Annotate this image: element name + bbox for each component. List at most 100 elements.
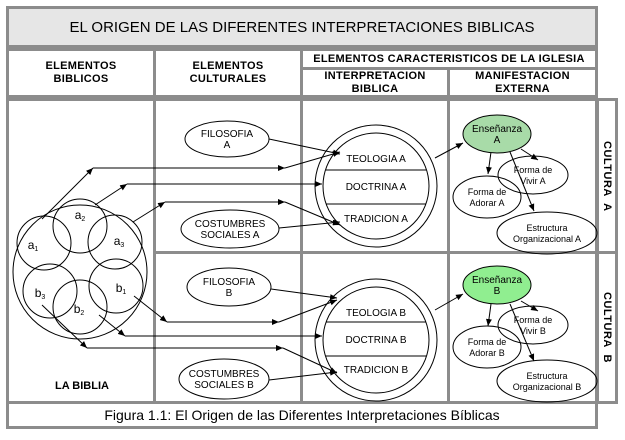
- label-b3: b3: [35, 286, 46, 301]
- header-line: ELEMENTOS: [192, 60, 264, 72]
- side-label-text: CULTURA A: [601, 140, 613, 212]
- arrow-costumbres-b: [268, 369, 338, 381]
- text-estructura-a-2: Organizacional A: [513, 234, 581, 244]
- figure-title: EL ORIGEN DE LAS DIFERENTES INTERPRETACI…: [6, 6, 598, 48]
- text-estructura-b-1: Estructura: [526, 371, 567, 381]
- ellipse-forma-adorar-a: [452, 175, 522, 219]
- text-vivir-a-1: Forma de: [514, 165, 553, 175]
- text-vivir-b-2: Vivir B: [520, 326, 546, 336]
- text-adorar-a-2: Adorar A: [469, 198, 504, 208]
- text-teologia-a: TEOLOGIA A: [346, 154, 406, 165]
- circle-b1: [88, 258, 144, 314]
- ellipse-filosofia-b: [186, 267, 272, 307]
- bible-outer-circle: [12, 204, 148, 340]
- text-costumbres-b-1: COSTUMBRES: [189, 369, 260, 380]
- label-b1: b1: [116, 281, 127, 296]
- interpretation-inner-circle-a: [322, 132, 430, 240]
- circle-a2: [52, 198, 108, 254]
- arrow-to-ensenanza-b: [434, 293, 464, 311]
- figure-caption: Figura 1.1: El Origen de las Diferentes …: [6, 401, 598, 429]
- label-la-biblia: LA BIBLIA: [55, 380, 109, 392]
- text-filosofia-b-2: B: [226, 288, 233, 299]
- header-line: INTERPRETACION: [324, 69, 426, 82]
- header-line: BIBLICOS: [53, 73, 109, 85]
- text-costumbres-a-1: COSTUMBRES: [195, 219, 266, 230]
- side-label-text: CULTURA B: [601, 292, 613, 363]
- label-a3: a3: [114, 234, 125, 249]
- arrow-b2: [98, 314, 126, 337]
- ellipse-ensenanza-b: [462, 265, 532, 305]
- circle-b3: [22, 263, 78, 319]
- label-b2: b2: [74, 302, 85, 317]
- text-filosofia-a-2: A: [224, 140, 231, 151]
- interpretation-outer-circle-b: [314, 278, 438, 402]
- header-line: MANIFESTACION: [475, 69, 570, 82]
- label-a1: a1: [28, 238, 39, 253]
- arrow-filosofia-a: [268, 138, 341, 156]
- arrow-a1: [41, 167, 94, 220]
- arrow-b1: [133, 295, 168, 323]
- circle-b2: [52, 279, 108, 335]
- text-adorar-a-1: Forma de: [468, 187, 507, 197]
- arrow-b3-into-tradicion: [282, 347, 338, 374]
- arrow-b3: [41, 304, 88, 349]
- cell-interpretacion-b: [300, 251, 450, 404]
- header-line: CULTURALES: [189, 73, 267, 85]
- text-estructura-b-2: Organizacional B: [513, 382, 582, 392]
- header-line: BIBLICA: [351, 82, 399, 95]
- text-filosofia-a-1: FILOSOFIA: [201, 129, 254, 140]
- text-teologia-b: TEOLOGIA B: [346, 308, 406, 319]
- text-filosofia-b-1: FILOSOFIA: [203, 277, 256, 288]
- ellipse-estructura-a: [496, 211, 598, 255]
- arrow-a3: [132, 201, 166, 223]
- ellipse-ensenanza-a: [462, 114, 532, 154]
- figure-title-text: EL ORIGEN DE LAS DIFERENTES INTERPRETACI…: [69, 18, 535, 36]
- arrow-a2: [94, 183, 128, 206]
- circle-a1: [16, 215, 72, 271]
- arrow-to-estructura-a: [509, 151, 535, 212]
- ellipse-costumbres-a: [180, 209, 280, 249]
- header-line: EXTERNA: [495, 82, 550, 95]
- arrow-costumbres-a: [278, 219, 341, 229]
- text-ensenanza-b-2: B: [494, 286, 501, 297]
- arrow-filosofia-b: [270, 288, 338, 301]
- ellipse-costumbres-b: [178, 358, 270, 400]
- header-line: ELEMENTOS: [45, 60, 117, 72]
- text-adorar-b-2: Adorar B: [469, 348, 505, 358]
- interpretation-outer-circle-a: [314, 124, 438, 248]
- circle-a3: [87, 214, 143, 270]
- text-doctrina-b: DOCTRINA B: [345, 335, 406, 346]
- ellipse-estructura-b: [496, 359, 598, 403]
- arrow-a3-into-tradicion: [284, 201, 341, 226]
- label-a2: a2: [75, 208, 86, 223]
- interpretation-inner-circle-b: [322, 286, 430, 394]
- text-vivir-a-2: Vivir A: [520, 176, 545, 186]
- arrow-b1-into-teologia: [278, 299, 338, 323]
- header-line: ELEMENTOS CARACTERISTICOS DE LA IGLESIA: [313, 52, 585, 65]
- arrow-to-adorar-a: [485, 151, 492, 175]
- arrow-to-adorar-b: [485, 303, 492, 327]
- text-estructura-a-1: Estructura: [526, 223, 567, 233]
- side-label-cultura-a: CULTURA A: [596, 98, 618, 254]
- text-tradicion-b: TRADICION B: [344, 365, 409, 376]
- arrow-to-estructura-b: [509, 303, 535, 362]
- text-tradicion-a: TRADICION A: [344, 214, 408, 225]
- arrow-a1-into-teologia: [284, 151, 341, 169]
- figure-caption-text: Figura 1.1: El Origen de las Diferentes …: [104, 407, 500, 423]
- text-ensenanza-a-1: Enseñanza: [472, 124, 522, 135]
- ellipse-forma-adorar-b: [452, 325, 522, 369]
- text-vivir-b-1: Forma de: [514, 315, 553, 325]
- text-adorar-b-1: Forma de: [468, 337, 507, 347]
- text-costumbres-a-2: SOCIALES A: [201, 230, 260, 241]
- text-costumbres-b-2: SOCIALES B: [194, 380, 254, 391]
- ellipse-forma-vivir-a: [497, 155, 569, 195]
- side-label-cultura-b: CULTURA B: [596, 251, 618, 404]
- arrow-to-ensenanza-a: [434, 142, 464, 159]
- text-doctrina-a: DOCTRINA A: [346, 182, 407, 193]
- text-ensenanza-a-2: A: [494, 135, 501, 146]
